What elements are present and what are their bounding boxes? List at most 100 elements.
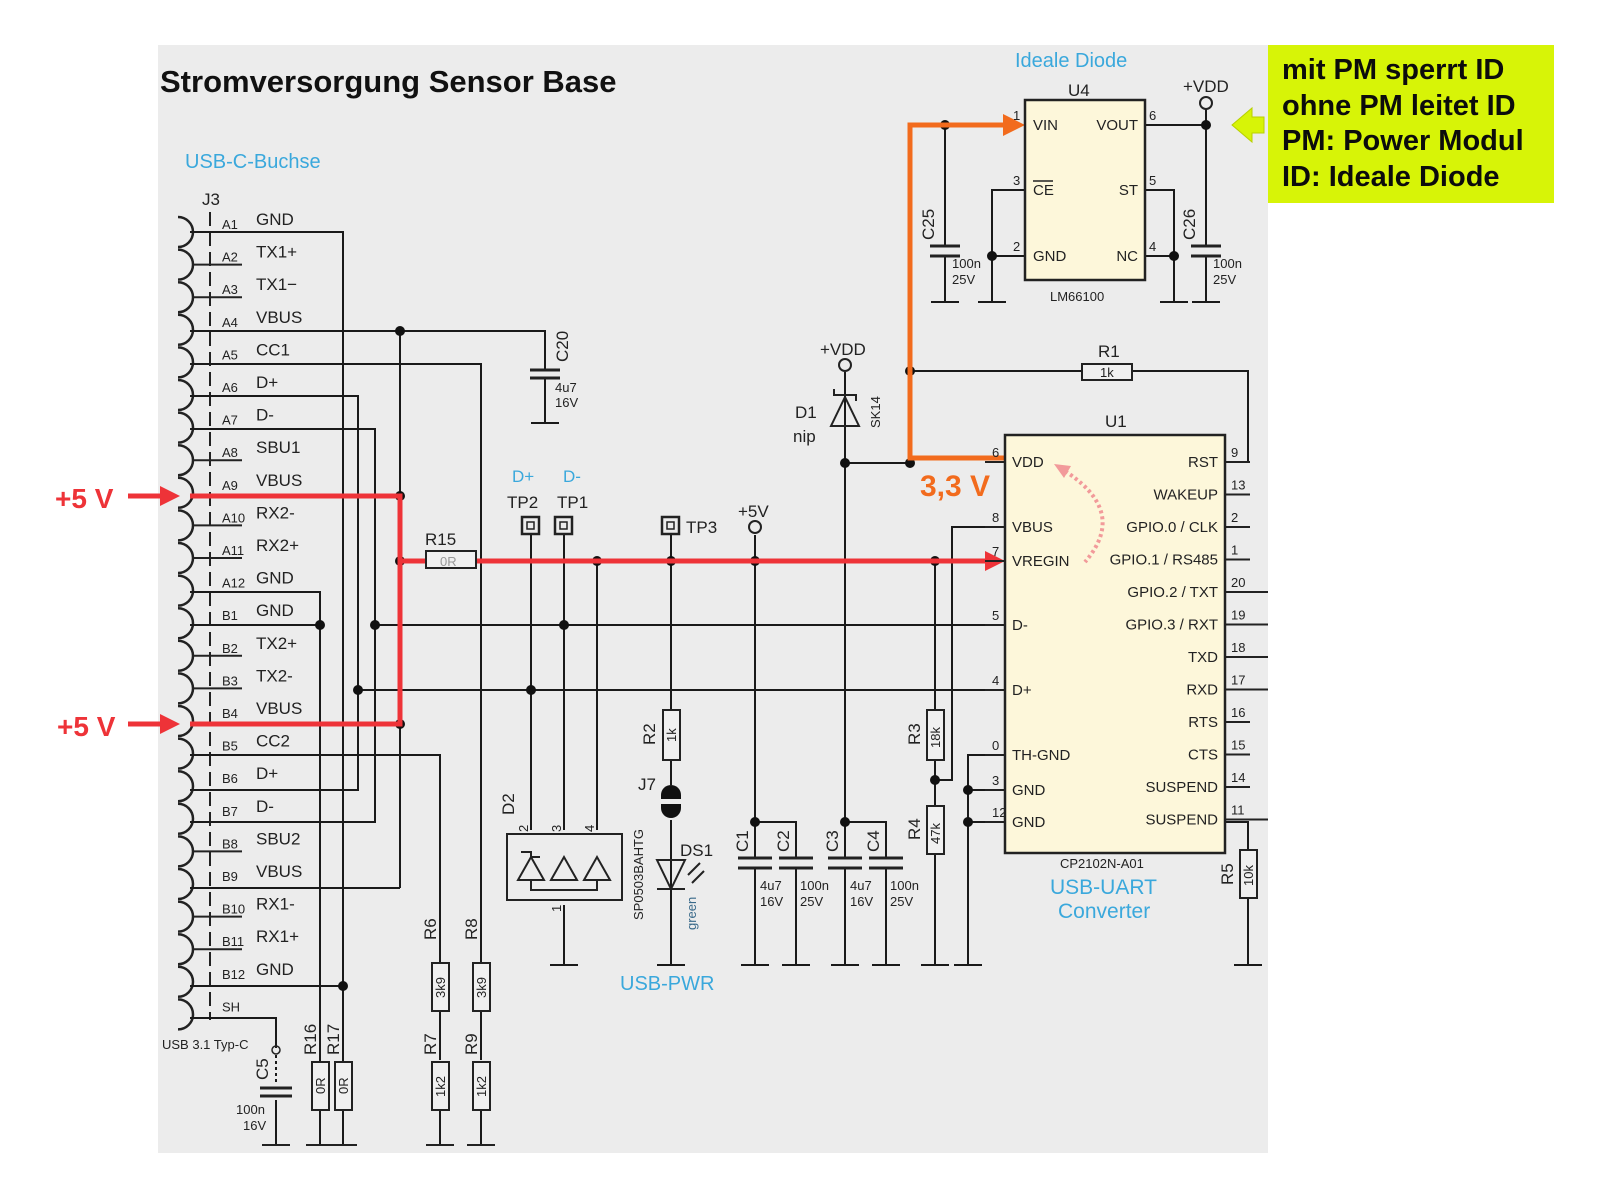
j7-solder-jumper[interactable] [661, 785, 681, 818]
connector-pin-number: A10 [222, 510, 245, 525]
tp1-signal: D- [563, 467, 581, 486]
u1-pin-number: 8 [992, 510, 999, 525]
r16-value: 0R [313, 1077, 328, 1094]
connector-pin-number: B6 [222, 771, 238, 786]
connector-contact-icon [177, 476, 195, 510]
connector-contact-icon [177, 737, 195, 770]
r6-body [431, 962, 450, 1012]
r7-body [431, 1061, 450, 1111]
c1-value: 4u7 [760, 878, 782, 893]
c3-rating: 16V [850, 894, 873, 909]
u1-pin-number: 7 [992, 544, 999, 559]
connector-pin-name: CC2 [256, 732, 290, 751]
d2-package [506, 833, 623, 901]
connector-pin-number: B7 [222, 804, 238, 819]
connector-pin-name: VBUS [256, 308, 302, 327]
connector-pin-number: B8 [222, 836, 238, 851]
c26-rating: 25V [1213, 272, 1236, 287]
d2-part: SP0503BAHTG [631, 829, 646, 920]
vdd-vregin-flow-arrow [1058, 466, 1105, 564]
u1-pin-number: 13 [1231, 478, 1245, 493]
connector-pin-name: RX2+ [256, 536, 299, 555]
d1-ref: D1 [795, 403, 817, 422]
connector-pin-number: A2 [222, 250, 238, 265]
u1-pin-name: TXD [1188, 649, 1218, 666]
u4-pin-name: ST [1119, 182, 1138, 199]
r4-value: 47k [928, 823, 943, 844]
j3-ref: J3 [202, 190, 220, 209]
u4-pin-number: 3 [1013, 173, 1020, 188]
connector-contact-icon [177, 672, 195, 705]
c25-rating: 25V [952, 272, 975, 287]
junction-dot [1201, 120, 1211, 130]
usb-pwr-label: USB-PWR [620, 973, 714, 995]
u1-pins: 6VDD8VBUS7VREGIN5D-4D+0TH-GND3GND12GND9R… [985, 445, 1268, 831]
power-3v3-path [907, 114, 1025, 461]
u4-pin-name: GND [1033, 248, 1067, 265]
connector-contact-icon [177, 835, 195, 868]
connector-pin-number: A1 [222, 217, 238, 232]
r3-ref: R3 [905, 723, 924, 745]
u4-pin-number: 1 [1013, 108, 1020, 123]
r3-body [926, 709, 945, 761]
ds1-ref: DS1 [680, 841, 713, 860]
ideal-diode-section-label: Ideale Diode [1015, 50, 1127, 72]
d2-pin4: 4 [582, 825, 597, 832]
u1-pin-name: RTS [1188, 714, 1218, 731]
note-pointer-arrow-icon [1231, 106, 1265, 144]
r5-value: 10k [1241, 865, 1256, 886]
r5-body [1239, 849, 1258, 899]
u1-ref: U1 [1105, 412, 1127, 431]
connector-pin-number: B10 [222, 902, 245, 917]
test-point-tp2[interactable] [520, 515, 541, 536]
wiring [190, 108, 1262, 1145]
r4-body [926, 805, 945, 855]
connector-pin-number: B2 [222, 641, 238, 656]
u1-pin-number: 18 [1231, 640, 1245, 655]
connector-pin-name: VBUS [256, 471, 302, 490]
test-point-tp1[interactable] [553, 515, 574, 536]
flow-arrow-head-icon [1054, 464, 1071, 478]
c5-rating: 16V [243, 1118, 266, 1133]
connector-contact-icon [177, 248, 195, 281]
u1-pin-number: 20 [1231, 575, 1245, 590]
junction-dot [963, 785, 973, 795]
c25-ref: C25 [919, 209, 938, 240]
connector-pin-number: A4 [222, 315, 238, 330]
u4-pin-number: 4 [1149, 239, 1156, 254]
connector-contact-icon [177, 867, 195, 901]
u1-pin-number: 0 [992, 738, 999, 753]
connector-pin-name: CC1 [256, 340, 290, 359]
c20-rating: 16V [555, 395, 578, 410]
r9-ref: R9 [462, 1033, 481, 1055]
connector-pin-name: SBU2 [256, 829, 300, 848]
u1-pin-name: GPIO.2 / TXT [1127, 584, 1218, 601]
u4-part: LM66100 [1050, 289, 1104, 304]
u1-pin-name: SUSPEND [1145, 812, 1218, 829]
r3-value: 18k [928, 727, 943, 748]
c5-capacitor [260, 1086, 292, 1098]
u4-ref: U4 [1068, 81, 1090, 100]
c4-rating: 25V [890, 894, 913, 909]
u1-ic-body [1003, 433, 1227, 855]
connector-type-label: USB 3.1 Typ-C [162, 1037, 248, 1052]
connector-pin-name: SBU1 [256, 438, 300, 457]
r1-body [1081, 363, 1133, 381]
r15-value: 0R [440, 554, 457, 569]
u4-vdd-port-icon [1199, 96, 1213, 110]
r16-body [311, 1061, 330, 1111]
r7-value: 1k2 [433, 1076, 448, 1097]
d1-part: SK14 [868, 396, 883, 428]
plus5v-label-top: +5 V [55, 483, 114, 514]
r17-ref: R17 [324, 1024, 343, 1055]
test-point-tp3[interactable] [660, 515, 681, 536]
connector-pin-name: RX1+ [256, 927, 299, 946]
junction-dot [395, 326, 405, 336]
connector-pin-number: B9 [222, 869, 238, 884]
ds1-led-icon [655, 859, 705, 892]
connector-pin-name: GND [256, 960, 294, 979]
u1-pin-name: WAKEUP [1154, 487, 1218, 504]
u1-pin-number: 14 [1231, 770, 1245, 785]
